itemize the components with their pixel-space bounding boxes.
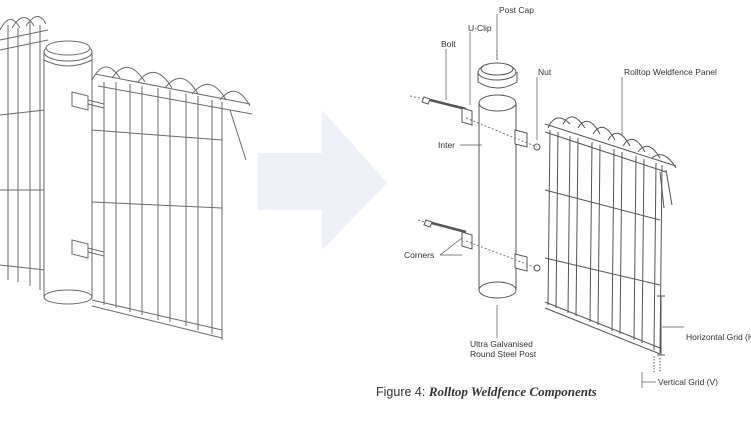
rolltop-panel bbox=[544, 116, 677, 355]
label-inter: Inter bbox=[438, 140, 455, 150]
dimension-markers bbox=[653, 295, 665, 372]
label-u-clip: U-Clip bbox=[468, 23, 492, 33]
right-fence-panel bbox=[91, 66, 253, 340]
leader-lines bbox=[439, 14, 684, 388]
assembly-guides bbox=[409, 48, 538, 269]
lower-nut bbox=[533, 264, 541, 272]
assembled-fence-illustration bbox=[0, 16, 253, 340]
lower-u-clip-left bbox=[461, 231, 473, 250]
label-panel: Rolltop Weldfence Panel bbox=[624, 67, 717, 77]
post-cap bbox=[477, 62, 518, 89]
figure-caption-prefix: Figure 4: bbox=[376, 385, 426, 399]
upper-bolt bbox=[421, 96, 467, 111]
figure-caption: Figure 4: Rolltop Weldfence Components bbox=[376, 384, 597, 400]
label-post-cap: Post Cap bbox=[499, 5, 534, 15]
label-bolt: Bolt bbox=[441, 39, 456, 49]
direction-arrow bbox=[258, 110, 387, 250]
lower-bolt bbox=[423, 219, 467, 234]
post-clips bbox=[71, 91, 105, 259]
label-vertical-grid: Vertical Grid (V) bbox=[658, 377, 718, 387]
figure-caption-title: Rolltop Weldfence Components bbox=[428, 384, 597, 399]
steel-post bbox=[478, 94, 517, 299]
label-nut: Nut bbox=[538, 67, 552, 77]
left-fence-panel bbox=[0, 16, 49, 290]
exploded-components bbox=[409, 48, 677, 372]
lower-u-clip-right bbox=[514, 253, 528, 272]
label-horizontal-grid: Horizontal Grid (H) bbox=[686, 332, 751, 342]
upper-u-clip-right bbox=[514, 129, 528, 148]
component-labels: Post Cap U-Clip Bolt Nut Rolltop Weldfen… bbox=[404, 5, 751, 387]
label-post-line2: Round Steel Post bbox=[470, 349, 537, 359]
round-post bbox=[43, 40, 93, 305]
label-post-line1: Ultra Galvanised bbox=[470, 339, 533, 349]
label-corners: Corners bbox=[404, 250, 434, 260]
upper-u-clip-left bbox=[461, 107, 473, 126]
